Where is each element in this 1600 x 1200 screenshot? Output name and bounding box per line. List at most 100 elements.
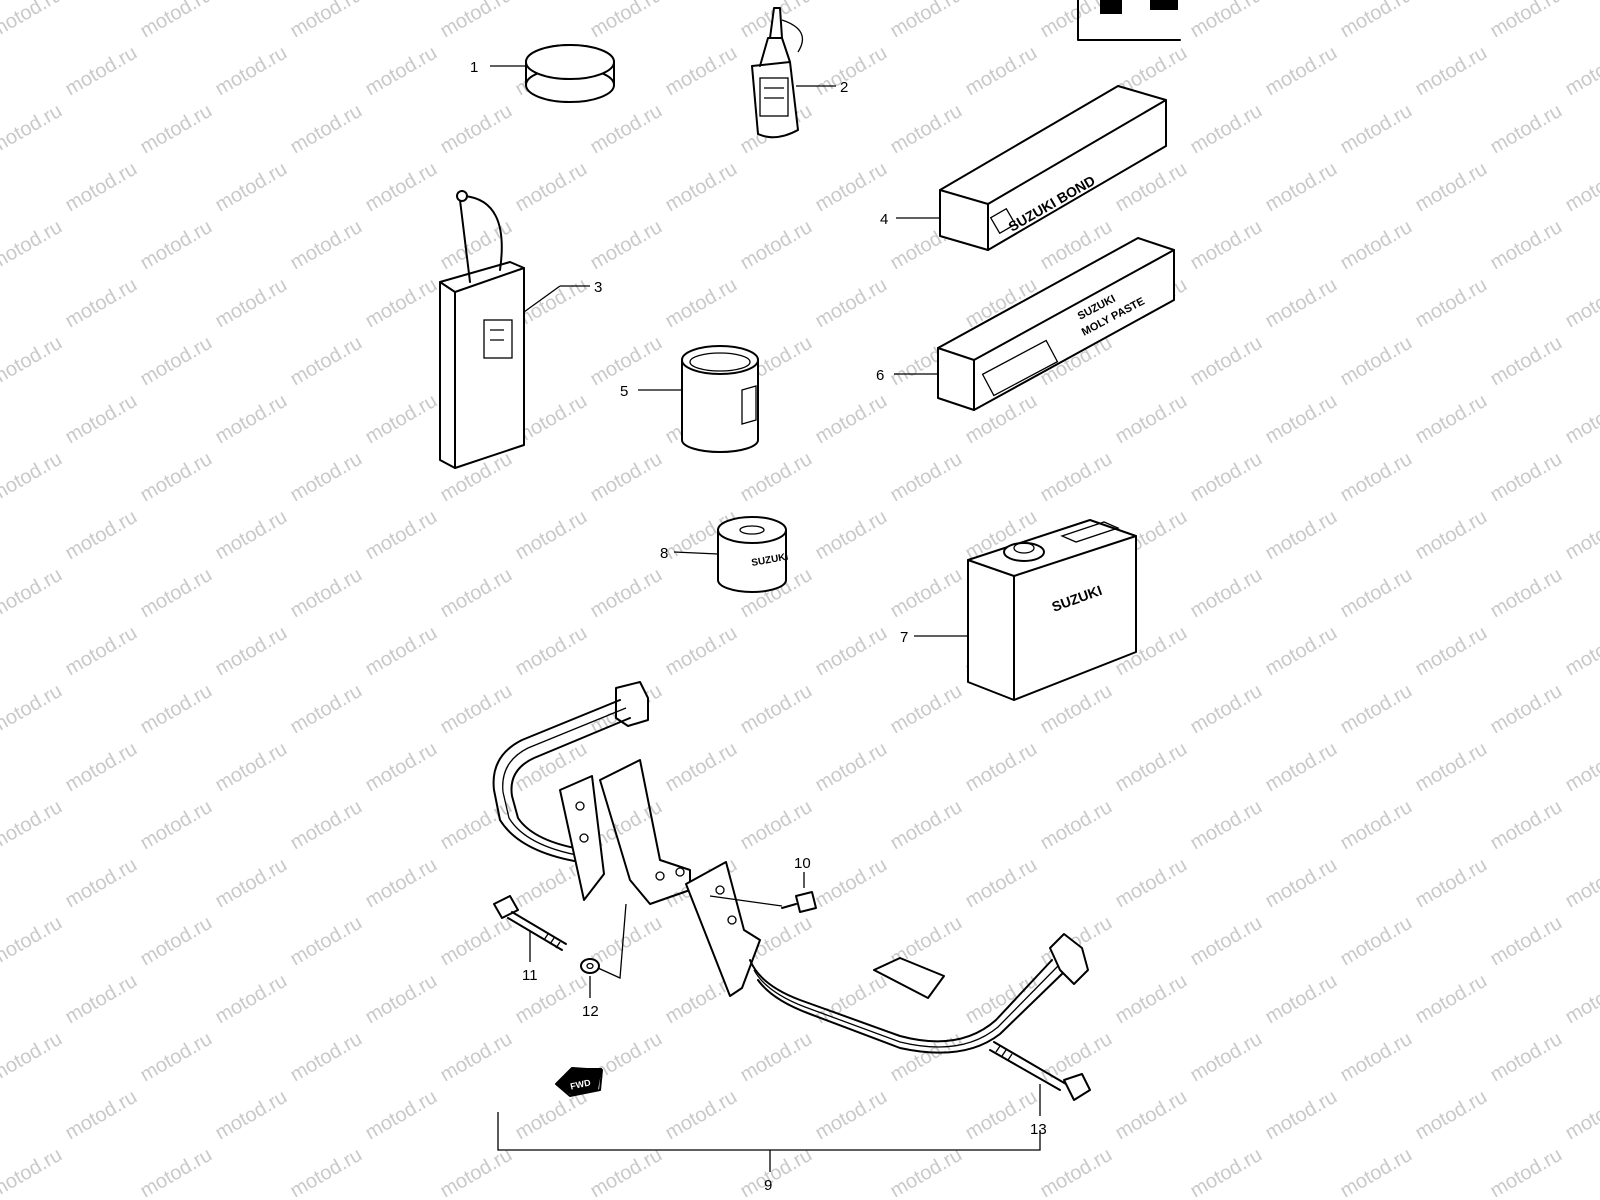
watermark-text: motod.ru (1037, 448, 1116, 507)
part-9-guard-frame[interactable] (492, 681, 1089, 1054)
fwd-label: FWD (569, 1077, 592, 1091)
part-13-long-bolt[interactable] (989, 1041, 1091, 1101)
callout-12[interactable]: 12 (582, 1003, 599, 1020)
watermark-text: motod.ru (1412, 622, 1491, 681)
watermark-text: motod.ru (812, 390, 891, 449)
watermark-text: motod.ru (587, 0, 666, 42)
watermark-text: motod.ru (1112, 738, 1191, 797)
part-2-oil-bottle[interactable] (751, 7, 803, 139)
callout-9[interactable]: 9 (764, 1177, 772, 1194)
watermark-text: motod.ru (1187, 1028, 1266, 1087)
forward-arrow: FWD (555, 1067, 603, 1097)
watermark-text: motod.ru (1262, 42, 1341, 101)
callout-8[interactable]: 8 (660, 545, 668, 562)
watermark-text: motod.ru (1187, 680, 1266, 739)
watermark-text: motod.ru (137, 1028, 216, 1087)
part-12-washer[interactable] (580, 958, 600, 974)
watermark-text: motod.ru (287, 332, 366, 391)
watermark-text: motod.ru (1412, 274, 1491, 333)
part-7-square-can[interactable]: SUZUKI (967, 519, 1137, 701)
watermark-text: motod.ru (1112, 970, 1191, 1029)
watermark-text: motod.ru (1187, 564, 1266, 623)
watermark-text: motod.ru (1412, 390, 1491, 449)
watermark-text: motod.ru (137, 680, 216, 739)
watermark-text: motod.ru (212, 970, 291, 1029)
watermark-text: motod.ru (0, 1028, 66, 1087)
watermark-text: motod.ru (1487, 332, 1566, 391)
watermark-text: motod.ru (1262, 390, 1341, 449)
watermark-text: motod.ru (1337, 332, 1416, 391)
watermark-text: motod.ru (362, 42, 441, 101)
watermark-text: motod.ru (662, 42, 741, 101)
watermark-text: motod.ru (437, 0, 516, 42)
watermark-text: motod.ru (1337, 448, 1416, 507)
watermark-text: motod.ru (62, 1086, 141, 1145)
watermark-text: motod.ru (587, 1144, 666, 1200)
watermark-text: motod.ru (62, 854, 141, 913)
watermark-text: motod.ru (1487, 1144, 1566, 1200)
watermark-text: motod.ru (1562, 506, 1600, 565)
watermark-text: motod.ru (1037, 796, 1116, 855)
watermark-text: motod.ru (137, 1144, 216, 1200)
part-6-moly-paste-box[interactable]: SUZUKI MOLY PASTE (937, 237, 1175, 411)
watermark-text: motod.ru (1262, 970, 1341, 1029)
watermark-text: motod.ru (587, 448, 666, 507)
watermark-text: motod.ru (437, 564, 516, 623)
callout-3[interactable]: 3 (594, 279, 602, 296)
callout-6[interactable]: 6 (876, 367, 884, 384)
callout-7[interactable]: 7 (900, 629, 908, 646)
watermark-text: motod.ru (812, 622, 891, 681)
callout-10[interactable]: 10 (794, 855, 811, 872)
watermark-text: motod.ru (212, 42, 291, 101)
watermark-text: motod.ru (287, 796, 366, 855)
watermark-text: motod.ru (62, 970, 141, 1029)
watermark-text: motod.ru (1112, 390, 1191, 449)
watermark-text: motod.ru (737, 1028, 816, 1087)
callout-5[interactable]: 5 (620, 383, 628, 400)
watermark-text: motod.ru (1487, 1028, 1566, 1087)
part-10-small-bolt[interactable] (781, 891, 817, 913)
callout-11[interactable]: 11 (522, 967, 538, 984)
leader-lines (490, 65, 1041, 1172)
callout-13[interactable]: 13 (1030, 1121, 1047, 1138)
watermark-text: motod.ru (1487, 448, 1566, 507)
watermark-text: motod.ru (887, 1144, 966, 1200)
watermark-text: motod.ru (1337, 1028, 1416, 1087)
watermark-text: motod.ru (737, 1144, 816, 1200)
watermark-text: motod.ru (1337, 216, 1416, 275)
watermark-text: motod.ru (1187, 0, 1266, 42)
watermark-text: motod.ru (1337, 100, 1416, 159)
watermark-text: motod.ru (1262, 506, 1341, 565)
callout-1[interactable]: 1 (470, 59, 478, 76)
watermark-text: motod.ru (287, 1028, 366, 1087)
part-1-grease-cap[interactable] (525, 44, 615, 103)
watermark-text: motod.ru (287, 912, 366, 971)
watermark-text: motod.ru (1187, 216, 1266, 275)
watermark-text: motod.ru (137, 100, 216, 159)
watermark-text: motod.ru (812, 158, 891, 217)
watermark-text: motod.ru (437, 912, 516, 971)
watermark-text: motod.ru (887, 796, 966, 855)
watermark-text: motod.ru (1487, 912, 1566, 971)
part-3-oil-can[interactable] (439, 190, 525, 469)
watermark-text: motod.ru (1187, 796, 1266, 855)
part-11-long-bolt[interactable] (493, 895, 567, 951)
callout-4[interactable]: 4 (880, 211, 888, 228)
watermark-text: motod.ru (437, 100, 516, 159)
watermark-text: motod.ru (362, 390, 441, 449)
part-8-small-tin[interactable]: SUZUKI (717, 516, 789, 593)
watermark-text: motod.ru (1487, 680, 1566, 739)
watermark-text: motod.ru (737, 448, 816, 507)
callout-2[interactable]: 2 (840, 79, 848, 96)
watermark-text: motod.ru (962, 970, 1041, 1029)
watermark-text: motod.ru (287, 216, 366, 275)
part-4-suzuki-bond-box[interactable]: SUZUKI BOND (939, 85, 1167, 251)
watermark-text: motod.ru (62, 274, 141, 333)
watermark-text: motod.ru (0, 100, 66, 159)
watermark-text: motod.ru (737, 680, 816, 739)
part-5-cylinder-can[interactable] (681, 345, 759, 453)
watermark-text: motod.ru (287, 448, 366, 507)
watermark-text: motod.ru (1262, 738, 1341, 797)
